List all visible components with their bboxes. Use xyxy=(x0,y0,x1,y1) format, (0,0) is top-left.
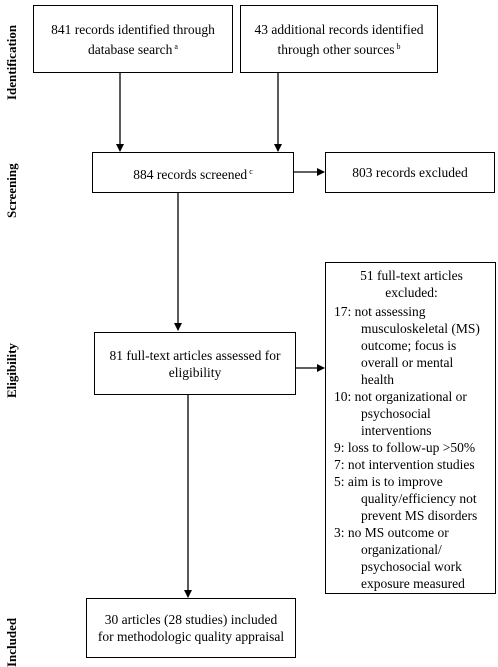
exclusion-item: 7: not intervention studies xyxy=(334,457,475,472)
exclusion-item: 9: loss to follow-up >50% xyxy=(334,440,476,455)
database-search-box: 841 records identified through database … xyxy=(33,5,233,73)
exclusion-item: 10: not organizational or psychosocial i… xyxy=(334,389,467,438)
other-sources-line2: through other sources xyxy=(277,41,395,57)
other-sources-line1: 43 additional records identified xyxy=(254,21,424,37)
exclusion-item: 5: aim is to improve quality/efficiency … xyxy=(334,474,478,523)
exclusions-header-line1: 51 full-text articles xyxy=(360,268,463,283)
full-text-line2: eligibility xyxy=(168,364,222,380)
full-text-assessed-box: 81 full-text articles assessed for eligi… xyxy=(94,332,296,395)
exclusion-item: 17: not assessing musculoskeletal (MS) o… xyxy=(334,304,480,387)
full-text-line1: 81 full-text articles assessed for xyxy=(109,347,281,363)
records-excluded-box: 803 records excluded xyxy=(325,152,495,193)
database-search-line1: 841 records identified through xyxy=(51,21,215,37)
other-sources-note: b xyxy=(396,41,401,51)
database-search-note: a xyxy=(174,41,178,51)
screened-note: c xyxy=(249,166,253,176)
exclusions-header-line2: excluded: xyxy=(385,285,438,300)
records-excluded-text: 803 records excluded xyxy=(352,165,468,180)
exclusions-header: 51 full-text articles excluded: xyxy=(334,267,489,301)
included-line2: for methodologic quality appraisal xyxy=(97,629,285,644)
included-line1: 30 articles (28 studies) included xyxy=(104,612,278,627)
database-search-line2: database search xyxy=(88,41,173,57)
included-box: 30 articles (28 studies) included for me… xyxy=(86,598,296,658)
exclusion-item: 3: no MS outcome or organizational/ psyc… xyxy=(334,525,465,591)
other-sources-box: 43 additional records identified through… xyxy=(240,5,438,73)
screened-text: 884 records screened xyxy=(133,166,248,182)
exclusion-reasons-box: 51 full-text articles excluded: 17: not … xyxy=(325,262,496,594)
